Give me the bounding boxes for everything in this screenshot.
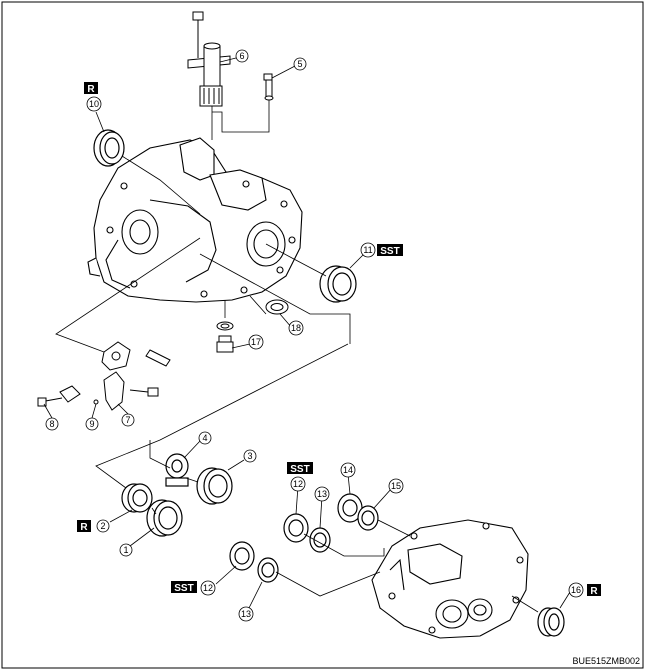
badge-sst-12-upper: SST: [287, 462, 313, 475]
svg-text:12: 12: [203, 583, 213, 593]
callout-14: 14: [340, 462, 356, 478]
svg-text:15: 15: [391, 481, 401, 491]
svg-text:R: R: [80, 522, 88, 533]
svg-text:9: 9: [89, 419, 94, 429]
callout-4: 4: [198, 431, 212, 445]
svg-text:16: 16: [571, 585, 581, 595]
callout-10: 10: [86, 96, 102, 112]
seal-shim-parts: [229, 493, 379, 583]
svg-text:12: 12: [293, 479, 303, 489]
callout-leaders: [43, 57, 571, 611]
callout-17: 17: [248, 334, 264, 350]
badge-r-2: R: [77, 520, 91, 533]
svg-text:2: 2: [100, 521, 105, 531]
svg-text:1: 1: [123, 545, 128, 555]
callout-1: 1: [119, 543, 133, 557]
drain-plug-17: [216, 321, 234, 353]
callout-6: 6: [235, 49, 249, 63]
callout-12-upper: 12: [290, 476, 306, 492]
callout-8: 8: [45, 417, 59, 431]
badge-sst-11: SST: [377, 244, 403, 257]
badges: R SST R SST SST R: [77, 82, 601, 597]
callout-15: 15: [388, 478, 404, 494]
svg-text:13: 13: [241, 609, 251, 619]
converter-housing: [371, 519, 529, 639]
breather-part: [263, 73, 274, 101]
callout-11: 11: [360, 242, 376, 258]
svg-text:SST: SST: [290, 464, 309, 475]
oil-seal-10: [93, 129, 125, 167]
svg-text:3: 3: [247, 451, 252, 461]
callout-3: 3: [243, 449, 257, 463]
svg-text:SST: SST: [174, 583, 193, 594]
callout-9: 9: [85, 417, 99, 431]
shift-linkage-parts: [37, 341, 171, 411]
callout-5: 5: [293, 57, 307, 71]
svg-text:6: 6: [239, 51, 244, 61]
callout-12-lower: 12: [200, 580, 216, 596]
svg-text:R: R: [590, 586, 598, 597]
callout-numbers: 6 5 10 11 18 17 8 9 7 4 3 2 1 12 13 14 1…: [45, 49, 584, 622]
badge-r-10: R: [84, 82, 98, 95]
svg-text:R: R: [87, 84, 95, 95]
svg-text:10: 10: [89, 99, 99, 109]
gasket-18: [265, 299, 289, 315]
svg-text:4: 4: [202, 433, 207, 443]
callout-7: 7: [121, 413, 135, 427]
callout-2: 2: [96, 519, 110, 533]
differential-bearing-parts: [121, 453, 233, 537]
callout-16: 16: [568, 582, 584, 598]
transaxle-case: [87, 137, 303, 303]
badge-sst-12-lower: SST: [171, 581, 197, 594]
oil-seal-16: [537, 607, 565, 637]
svg-text:14: 14: [343, 465, 353, 475]
svg-text:7: 7: [125, 415, 130, 425]
assembly-lines: [55, 100, 539, 613]
svg-text:SST: SST: [380, 246, 399, 257]
svg-text:13: 13: [317, 489, 327, 499]
callout-18: 18: [288, 320, 304, 336]
callout-13-upper: 13: [314, 486, 330, 502]
svg-text:18: 18: [291, 323, 301, 333]
svg-text:8: 8: [49, 419, 54, 429]
diagram-code: BUE515ZMB002: [572, 656, 640, 666]
speed-sensor-part: [187, 11, 231, 107]
svg-text:11: 11: [363, 245, 372, 255]
svg-text:5: 5: [297, 59, 302, 69]
oil-seal-11: [319, 265, 357, 303]
badge-r-16: R: [587, 584, 601, 597]
callout-13-lower: 13: [238, 606, 254, 622]
svg-text:17: 17: [251, 337, 261, 347]
